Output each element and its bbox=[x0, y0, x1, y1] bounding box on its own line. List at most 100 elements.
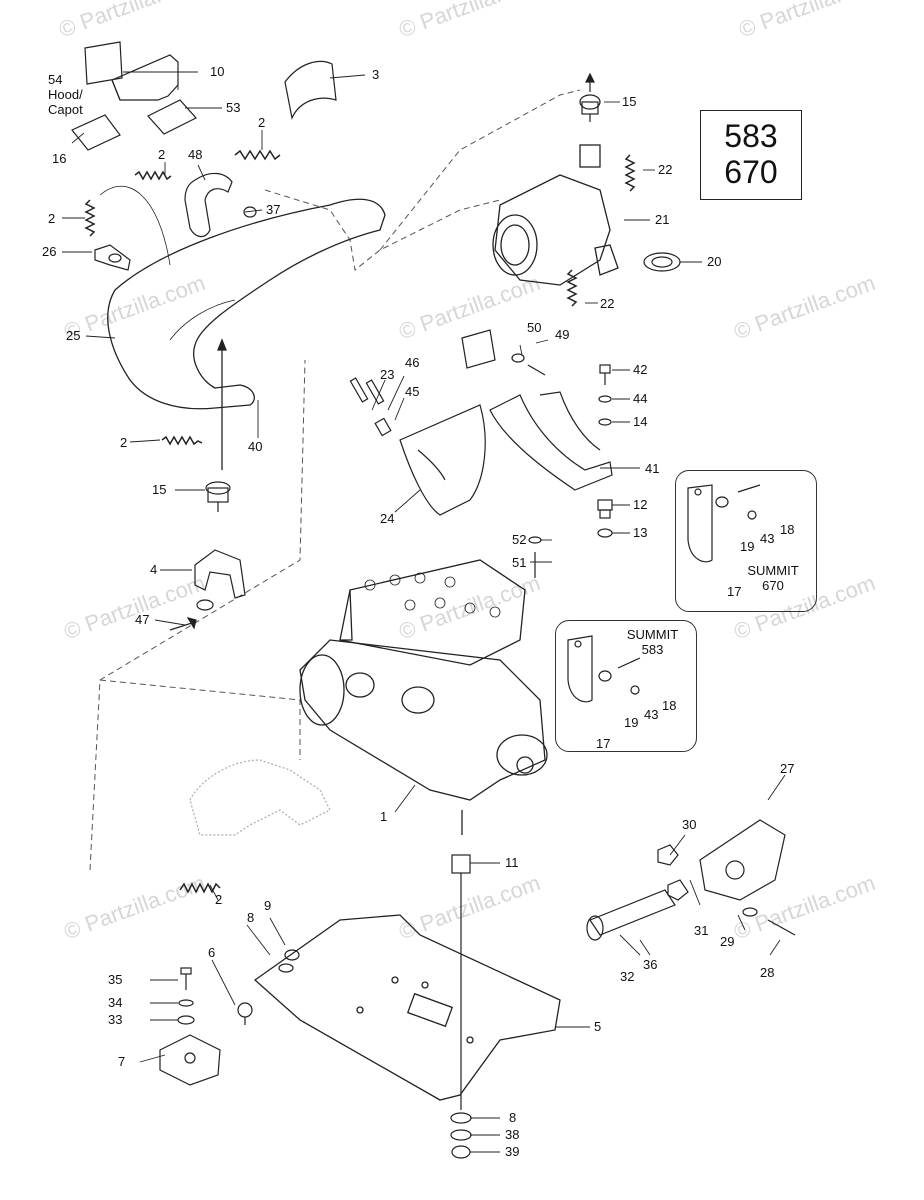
callout-44[interactable]: 44 bbox=[633, 391, 648, 406]
callout-39[interactable]: 39 bbox=[505, 1144, 520, 1159]
callout-35[interactable]: 35 bbox=[108, 972, 123, 987]
callout-7[interactable]: 7 bbox=[118, 1054, 126, 1069]
callout-5[interactable]: 5 bbox=[594, 1019, 602, 1034]
part-9-nut bbox=[284, 949, 300, 961]
part-7-bracket bbox=[159, 1034, 221, 1086]
part-26-mount bbox=[94, 244, 131, 271]
part-16-pad bbox=[71, 114, 121, 151]
part-53-pad bbox=[147, 99, 197, 135]
callout-4[interactable]: 4 bbox=[150, 562, 158, 577]
part-21-muffler bbox=[492, 144, 619, 286]
callout-11[interactable]: 11 bbox=[505, 855, 519, 870]
callout-22[interactable]: 22 bbox=[600, 296, 615, 311]
callout-18[interactable]: 18 bbox=[780, 522, 795, 537]
callout-15[interactable]: 15 bbox=[152, 482, 167, 497]
leader-lines bbox=[62, 70, 786, 1153]
callout-22[interactable]: 22 bbox=[658, 162, 673, 177]
part-3-shield bbox=[284, 60, 337, 120]
callout-48[interactable]: 48 bbox=[188, 147, 203, 162]
callout-23[interactable]: 23 bbox=[380, 367, 395, 382]
callout-2[interactable]: 2 bbox=[215, 892, 223, 907]
callout-53[interactable]: 53 bbox=[226, 100, 241, 115]
callout-26[interactable]: 26 bbox=[42, 244, 57, 259]
callout-10[interactable]: 10 bbox=[210, 64, 225, 79]
inset-summit-670 bbox=[675, 470, 817, 612]
callout-45[interactable]: 45 bbox=[405, 384, 420, 399]
callout-2[interactable]: 2 bbox=[120, 435, 128, 450]
part-11-spacer bbox=[451, 854, 471, 1110]
hood-label-line2: Capot bbox=[48, 102, 83, 117]
callout-8[interactable]: 8 bbox=[247, 910, 255, 925]
callout-8[interactable]: 8 bbox=[509, 1110, 517, 1125]
callout-47[interactable]: 47 bbox=[135, 612, 150, 627]
callout-6[interactable]: 6 bbox=[208, 945, 216, 960]
callout-14[interactable]: 14 bbox=[633, 414, 648, 429]
callout-52[interactable]: 52 bbox=[512, 532, 527, 547]
callout-2[interactable]: 2 bbox=[48, 211, 56, 226]
callout-2[interactable]: 2 bbox=[258, 115, 266, 130]
callout-19[interactable]: 19 bbox=[740, 539, 755, 554]
callout-15[interactable]: 15 bbox=[622, 94, 637, 109]
callout-32[interactable]: 32 bbox=[620, 969, 635, 984]
part-50-pad bbox=[461, 329, 496, 369]
part-33-washer bbox=[177, 1015, 195, 1025]
callout-37[interactable]: 37 bbox=[266, 202, 281, 217]
callout-34[interactable]: 34 bbox=[108, 995, 123, 1010]
callout-33[interactable]: 33 bbox=[108, 1012, 123, 1027]
callout-9[interactable]: 9 bbox=[264, 898, 272, 913]
callout-30[interactable]: 30 bbox=[682, 817, 697, 832]
model-box: 583 670 bbox=[700, 110, 802, 200]
callout-50[interactable]: 50 bbox=[527, 320, 542, 335]
callout-24[interactable]: 24 bbox=[380, 511, 395, 526]
callout-25[interactable]: 25 bbox=[66, 328, 81, 343]
inset-670-parts bbox=[687, 484, 761, 563]
part-48-elbow bbox=[184, 172, 257, 238]
callout-38[interactable]: 38 bbox=[505, 1127, 520, 1142]
inset-670-line1: SUMMIT bbox=[747, 563, 799, 578]
callout-46[interactable]: 46 bbox=[405, 355, 420, 370]
part-4-bracket bbox=[194, 549, 246, 611]
callout-42[interactable]: 42 bbox=[633, 362, 648, 377]
callout-49[interactable]: 49 bbox=[555, 327, 570, 342]
callout-18[interactable]: 18 bbox=[662, 698, 677, 713]
part-31-nut bbox=[667, 879, 689, 901]
hood-label-line1: Hood/ bbox=[48, 87, 83, 102]
callout-3[interactable]: 3 bbox=[372, 67, 380, 82]
callout-43[interactable]: 43 bbox=[760, 531, 775, 546]
part-54-hood-pad bbox=[84, 41, 123, 85]
callout-41[interactable]: 41 bbox=[645, 461, 660, 476]
inset-583-line2: 583 bbox=[641, 642, 664, 657]
callout-1[interactable]: 1 bbox=[380, 809, 388, 824]
callout-19[interactable]: 19 bbox=[624, 715, 639, 730]
exhaust-manifold bbox=[189, 759, 331, 836]
callout-20[interactable]: 20 bbox=[707, 254, 722, 269]
inset-583-line1: SUMMIT bbox=[626, 627, 679, 642]
callout-31[interactable]: 31 bbox=[694, 923, 709, 938]
part-24-heat-shield bbox=[399, 404, 486, 516]
callout-17[interactable]: 17 bbox=[727, 584, 742, 599]
callout-36[interactable]: 36 bbox=[643, 957, 658, 972]
inset-summit-583 bbox=[555, 620, 697, 752]
callout-29[interactable]: 29 bbox=[720, 934, 735, 949]
part-10-bracket bbox=[111, 54, 179, 101]
inset-583-parts bbox=[567, 635, 641, 703]
part-20-gasket bbox=[643, 252, 681, 272]
callout-51[interactable]: 51 bbox=[512, 555, 527, 570]
part-1-engine bbox=[299, 559, 548, 835]
callout-13[interactable]: 13 bbox=[633, 525, 648, 540]
callout-28[interactable]: 28 bbox=[760, 965, 775, 980]
callout-17[interactable]: 17 bbox=[596, 736, 611, 751]
callout-21[interactable]: 21 bbox=[655, 212, 670, 227]
callout-27[interactable]: 27 bbox=[780, 761, 795, 776]
part-27-bracket bbox=[699, 819, 786, 901]
hood-label-number: 54 bbox=[48, 72, 63, 87]
callout-2[interactable]: 2 bbox=[158, 147, 166, 162]
callout-16[interactable]: 16 bbox=[52, 151, 67, 166]
callout-12[interactable]: 12 bbox=[633, 497, 648, 512]
part-30-nut bbox=[657, 844, 679, 866]
callout-40[interactable]: 40 bbox=[248, 439, 263, 454]
part-6-stud bbox=[237, 1002, 253, 1025]
callout-43[interactable]: 43 bbox=[644, 707, 659, 722]
part-36-bolt bbox=[586, 889, 676, 941]
